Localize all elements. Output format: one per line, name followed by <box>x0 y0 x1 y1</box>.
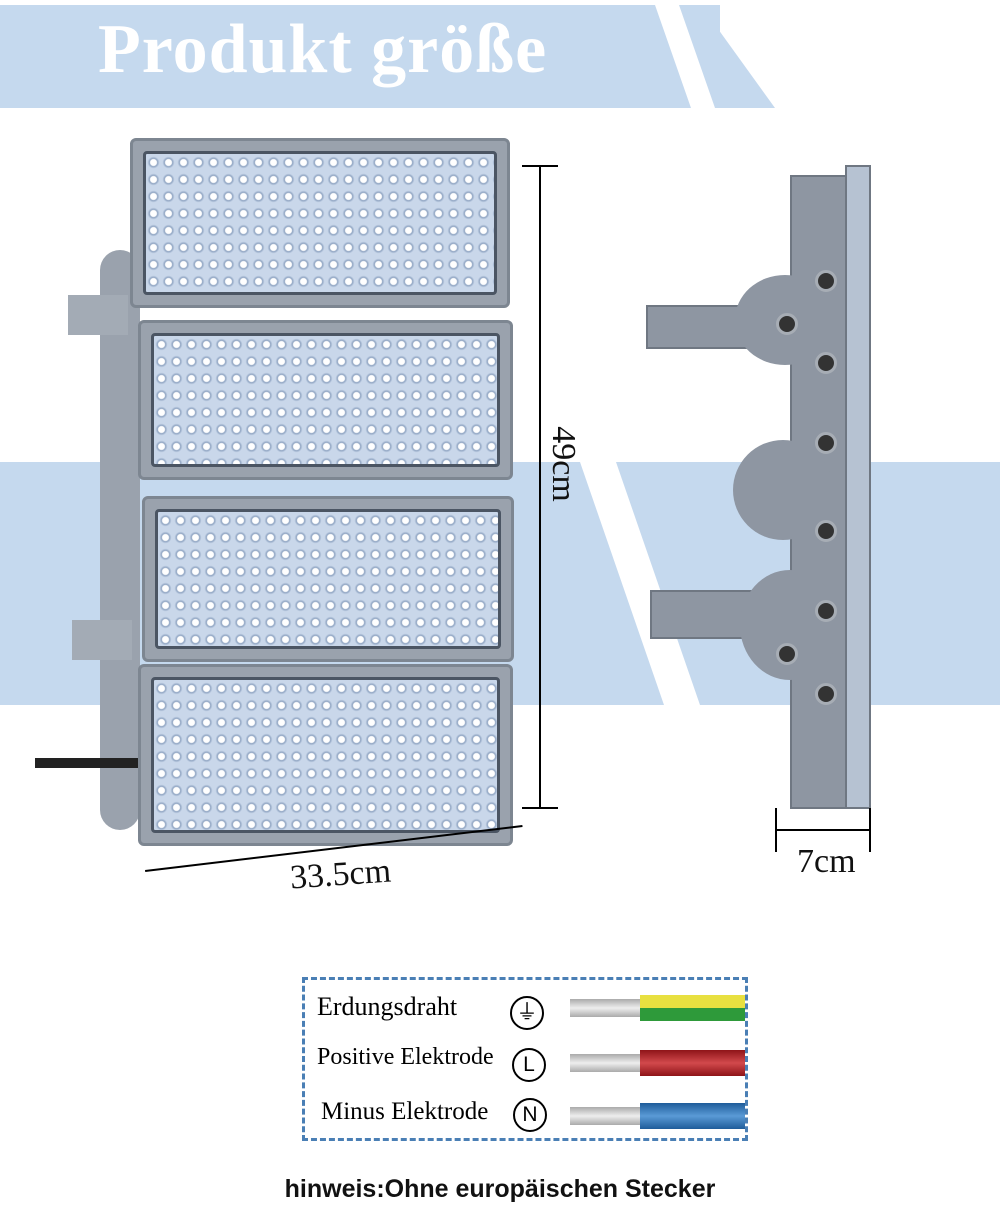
mount-arm <box>68 295 128 335</box>
height-label: 49cm <box>544 426 582 502</box>
dim-tick <box>775 808 777 852</box>
legend-label-live: Positive Elektrode <box>317 1044 494 1070</box>
power-cable <box>35 758 140 768</box>
live-l-icon: L <box>512 1048 546 1082</box>
bracket <box>100 250 140 830</box>
bolt-icon <box>815 352 837 374</box>
ground-icon: ⏚ <box>510 996 544 1030</box>
bolt-icon <box>776 313 798 335</box>
bolt-icon <box>815 432 837 454</box>
height-dimension-line <box>539 165 541 808</box>
dim-tick <box>869 808 871 852</box>
page-title: Produkt größe <box>98 11 548 88</box>
ground-wire <box>570 995 745 1021</box>
side-lens <box>845 165 871 809</box>
dim-tick <box>522 165 558 167</box>
legend-label-neutral: Minus Elektrode <box>321 1098 489 1125</box>
live-wire <box>570 1050 745 1076</box>
legend-label-ground: Erdungsdraht <box>317 992 458 1021</box>
led-panel <box>130 138 510 308</box>
bolt-icon <box>815 600 837 622</box>
led-panel <box>138 664 513 846</box>
title-banner <box>0 5 720 108</box>
bolt-icon <box>815 270 837 292</box>
neutral-wire <box>570 1103 745 1129</box>
dim-tick <box>522 807 558 809</box>
bolt-icon <box>776 643 798 665</box>
wiring-legend: Erdungsdraht ⏚ Positive Elektrode L Minu… <box>302 977 748 1141</box>
depth-label: 7cm <box>797 843 856 880</box>
led-panel <box>138 320 513 480</box>
mount-arm <box>72 620 132 660</box>
led-panel <box>142 496 514 662</box>
depth-dimension-line <box>775 829 871 831</box>
bolt-icon <box>815 520 837 542</box>
neutral-n-icon: N <box>513 1098 547 1132</box>
plug-note: hinweis:Ohne europäischen Stecker <box>284 1175 716 1203</box>
width-label: 33.5cm <box>288 852 393 897</box>
bolt-icon <box>815 683 837 705</box>
